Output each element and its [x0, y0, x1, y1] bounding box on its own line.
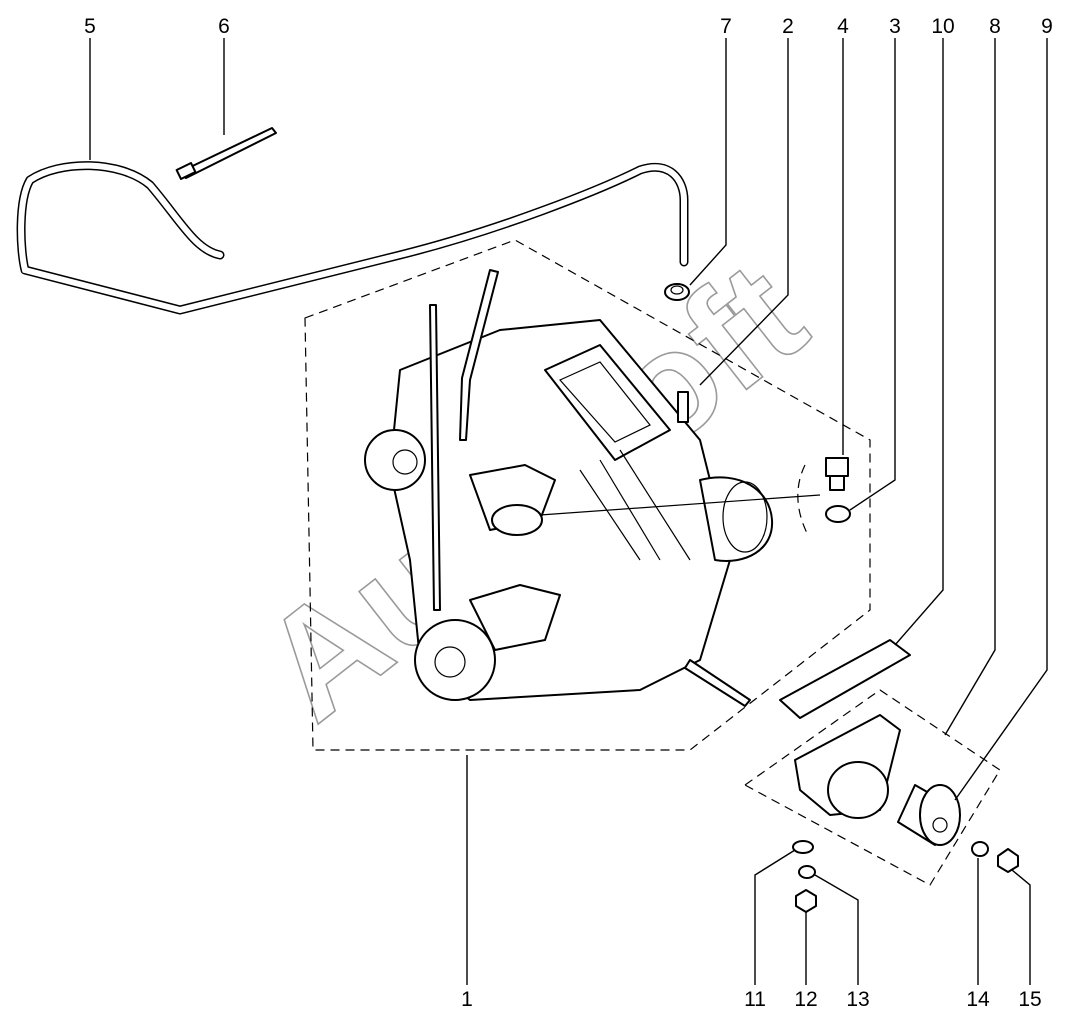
- flat-washer: [792, 840, 814, 854]
- assembly-boundary: [304, 239, 871, 751]
- callout-13: 13: [846, 988, 869, 1011]
- callout-3: 3: [889, 15, 901, 38]
- rubber-bushing: [897, 784, 961, 846]
- mount-group-boundary: [743, 689, 1001, 886]
- callout-8: 8: [989, 15, 1001, 38]
- callout-2: 2: [782, 15, 794, 38]
- bracket-plate: [779, 639, 911, 719]
- callout-4: 4: [837, 15, 849, 38]
- nut: [795, 889, 817, 913]
- callout-15: 15: [1018, 988, 1041, 1011]
- callout-1: 1: [461, 988, 473, 1011]
- callout-7: 7: [720, 15, 732, 38]
- cable-tie: [175, 127, 277, 181]
- pressure-switch: [825, 457, 849, 491]
- vent-hose: [16, 161, 689, 315]
- nut-2: [997, 848, 1019, 873]
- leader-lines: [89, 38, 1048, 985]
- callout-12: 12: [794, 988, 817, 1011]
- transfer-case: [364, 269, 774, 707]
- assembly-arrow: [539, 494, 821, 516]
- spring-washer: [798, 865, 816, 879]
- callout-10: 10: [931, 15, 954, 38]
- callout-5: 5: [84, 15, 96, 38]
- sealing-washer: [825, 505, 851, 523]
- arc-indicator: [797, 464, 809, 536]
- callout-11: 11: [744, 988, 766, 1011]
- hose-clip: [664, 283, 690, 301]
- engine-mount-bracket: [794, 714, 901, 819]
- callout-6: 6: [218, 15, 230, 38]
- spring-washer-2: [971, 841, 989, 857]
- callout-9: 9: [1041, 15, 1053, 38]
- callout-14: 14: [966, 988, 990, 1011]
